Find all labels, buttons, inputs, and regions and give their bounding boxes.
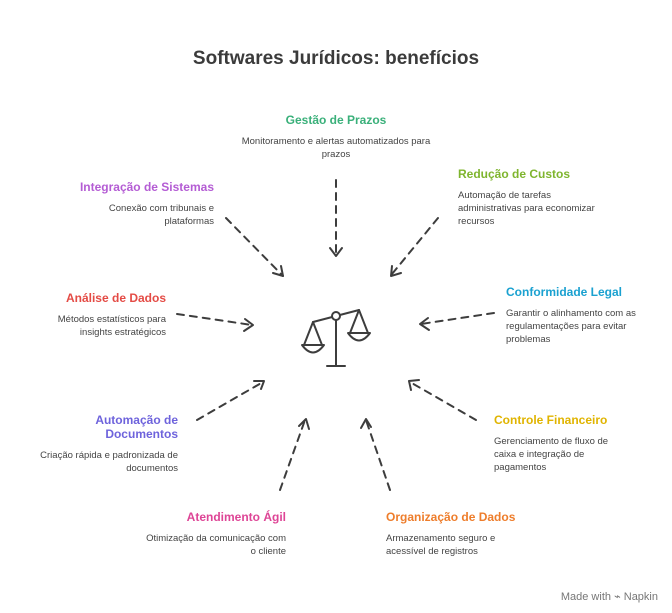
node-atendimento-agil: Atendimento Ágil Otimização da comunicaç…	[140, 510, 286, 558]
arrow-gestao-prazos	[329, 179, 343, 257]
node-description: Garantir o alinhamento com as regulament…	[506, 308, 636, 345]
node-title: Integração de Sistemas	[79, 180, 214, 194]
node-title: Análise de Dados	[65, 291, 166, 305]
node-description: Métodos estatísticos para insights estra…	[57, 314, 166, 338]
arrow-automacao-documentos	[196, 380, 265, 421]
node-title: Gestão de Prazos	[285, 113, 387, 127]
node-title: Controle Financeiro	[494, 413, 608, 427]
node-controle-financeiro: Controle Financeiro Gerenciamento de flu…	[494, 413, 629, 474]
node-integracao-sistemas: Integração de Sistemas Conexão com tribu…	[64, 180, 214, 228]
arrow-atendimento-agil	[279, 418, 310, 491]
arrow-conformidade-legal	[419, 312, 495, 331]
node-description: Automação de tarefas administrativas par…	[458, 190, 595, 227]
node-title: Conformidade Legal	[506, 285, 623, 299]
node-title: Automação de Documentos	[95, 413, 178, 441]
arrow-analise-dados	[176, 313, 254, 332]
diagram-title: Softwares Jurídicos: benefícios	[192, 48, 480, 69]
arrow-reducao-custos	[390, 217, 439, 277]
node-description: Otimização da comunicação com o cliente	[146, 533, 286, 557]
arrow-integracao-sistemas	[225, 217, 284, 277]
arrow-organizacao-dados	[360, 418, 391, 491]
node-description: Criação rápida e padronizada de document…	[40, 450, 178, 474]
footer-attribution: Made with ⌁ Napkin	[561, 590, 658, 603]
node-organizacao-dados: Organização de Dados Armazenamento segur…	[386, 510, 536, 558]
node-conformidade-legal: Conformidade Legal Garantir o alinhament…	[506, 285, 666, 346]
arrow-controle-financeiro	[408, 379, 477, 421]
node-description: Conexão com tribunais e plataformas	[108, 203, 214, 227]
node-automacao-documentos: Automação de Documentos Criação rápida e…	[40, 413, 178, 475]
node-description: Armazenamento seguro e acessível de regi…	[386, 533, 496, 557]
scales-of-justice-icon	[301, 309, 371, 367]
napkin-logo-icon: ⌁	[614, 591, 621, 603]
node-gestao-prazos: Gestão de Prazos Monitoramento e alertas…	[236, 113, 436, 161]
footer-brand: Napkin	[623, 591, 658, 603]
node-description: Gerenciamento de fluxo de caixa e integr…	[494, 436, 609, 473]
node-title: Redução de Custos	[458, 167, 571, 181]
node-title: Organização de Dados	[386, 510, 516, 524]
node-analise-dados: Análise de Dados Métodos estatísticos pa…	[36, 291, 166, 339]
node-reducao-custos: Redução de Custos Automação de tarefas a…	[458, 167, 603, 228]
node-description: Monitoramento e alertas automatizados pa…	[241, 136, 431, 160]
footer-text: Made with	[560, 591, 611, 603]
node-title: Atendimento Ágil	[186, 510, 286, 524]
